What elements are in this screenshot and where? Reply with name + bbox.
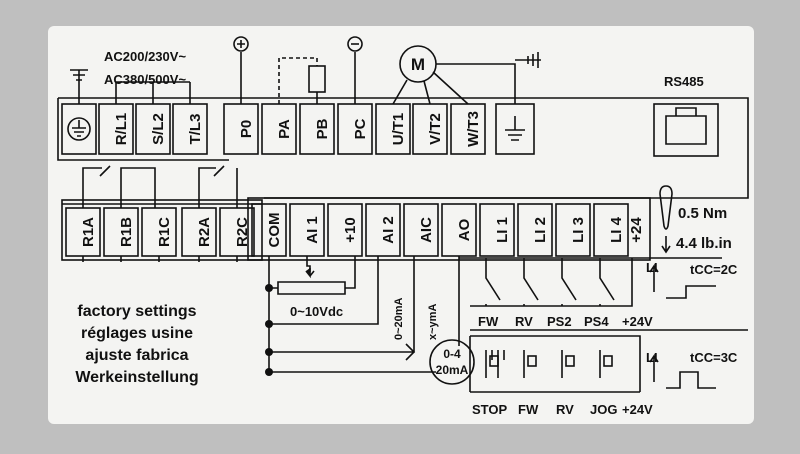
terminal-r1c: R1C [156,217,173,247]
terminal-p0: P0 [238,120,255,138]
factory-settings-en: factory settings [77,303,196,320]
terminal-s-l2: S/L2 [150,113,167,145]
terminal-r-l1: R/L1 [113,113,130,146]
terminal-li2: LI 2 [532,217,549,243]
terminal-r1a: R1A [80,217,97,247]
terminal-r2a: R2A [196,217,213,247]
label-jog: JOG [590,402,617,417]
terminal-li1: LI 1 [494,217,511,243]
analog-current-range: 0~20mA [393,297,405,340]
label-fw-3wire: FW [518,402,539,417]
motor-label: M [411,55,425,74]
terminal-v-t2: V/T2 [427,113,444,145]
torque-lbin: 4.4 lb.in [676,235,732,252]
analog-voltage-range: 0~10Vdc [290,304,343,319]
torque-nm: 0.5 Nm [678,205,727,222]
terminal-r1b: R1B [118,217,135,247]
terminal-ai2: AI 2 [380,216,397,244]
label-rv-2wire: RV [515,314,533,329]
terminal-u-t1: U/T1 [390,113,407,146]
terminal-li4: LI 4 [608,216,625,242]
three-wire-labels: STOP FW RV JOG +24V LI tCC=3C [472,350,738,417]
two-wire-labels: FW RV PS2 PS4 +24V LI tCC=2C [478,260,738,329]
terminal-r2c: R2C [234,217,251,247]
tcc-3wire: tCC=3C [690,350,738,365]
wiring-lines [57,36,749,393]
label-24v-3wire: +24V [622,402,653,417]
supply-voltage-2: AC380/500V~ [104,72,186,87]
meter-range-top: 0-4 [443,347,461,361]
factory-settings-fr: réglages usine [81,325,193,342]
meter-range-bottom: 20mA [436,363,469,377]
tcc-2wire: tCC=2C [690,262,738,277]
label-rv-3wire: RV [556,402,574,417]
terminal-pa: PA [276,119,293,139]
terminal-ao: AO [456,218,473,241]
terminal-li3: LI 3 [570,217,587,243]
control-terminals: COM AI 1 +10 AI 2 AIC AO LI 1 LI 2 LI 3 … [266,213,645,248]
factory-settings-de: Werkeinstellung [75,369,198,386]
label-ps4: PS4 [584,314,609,329]
relay-terminals: R1A R1B R1C R2A R2C [80,217,251,247]
supply-voltage-1: AC200/230V~ [104,49,186,64]
li-label-2wire: LI [646,260,658,275]
terminal-plus10: +10 [342,217,359,242]
analog-custom-range: x~ymA [427,304,439,340]
factory-settings-block: factory settings réglages usine ajuste f… [75,303,198,386]
power-terminals: R/L1 S/L2 T/L3 P0 PA PB PC U/T1 V/T2 W/T… [113,111,482,147]
terminal-plus24: +24 [628,217,645,243]
rs485-label: RS485 [664,74,704,89]
terminal-w-t3: W/T3 [465,111,482,147]
terminal-com: COM [266,213,283,248]
factory-settings-es: ajuste fabrica [85,347,188,364]
terminal-pc: PC [352,118,369,139]
terminal-aic: AIC [418,217,435,243]
li-label-3wire: LI [646,350,658,365]
label-ps2: PS2 [547,314,572,329]
label-fw-2wire: FW [478,314,499,329]
terminal-ai1: AI 1 [304,216,321,244]
terminal-pb: PB [314,118,331,139]
label-24v-2wire: +24V [622,314,653,329]
com-rail-nodes [265,284,273,376]
terminal-t-l3: T/L3 [187,114,204,145]
label-stop: STOP [472,402,507,417]
